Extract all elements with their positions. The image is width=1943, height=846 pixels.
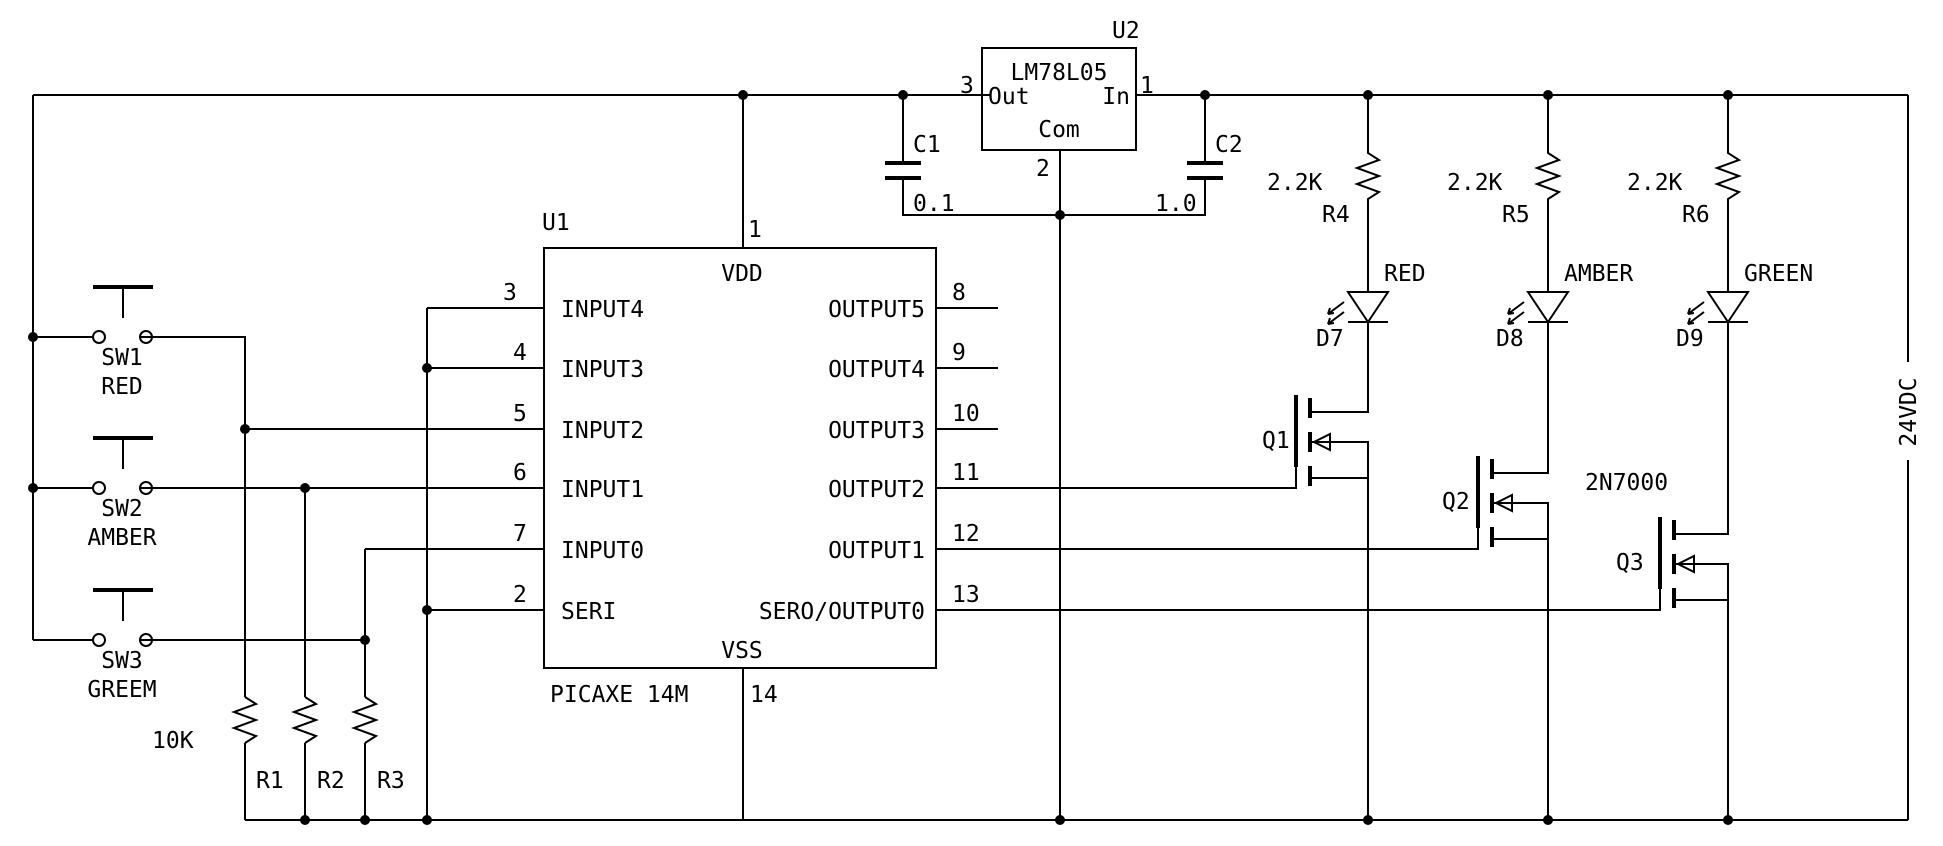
mcu-vdd-label: VDD	[721, 261, 763, 287]
regulator-ref: U2	[1112, 18, 1140, 44]
c1-ref: C1	[913, 132, 941, 158]
sw1-label: RED	[101, 374, 143, 400]
c2-value: 1.0	[1155, 191, 1197, 217]
resistor-r2: R2	[291, 696, 345, 794]
mcu-ref: U1	[542, 210, 570, 236]
c1-value: 0.1	[913, 191, 955, 217]
junction-dots	[28, 90, 1733, 825]
sw3-ref: SW3	[101, 648, 143, 674]
pin-output1-num: 12	[952, 521, 980, 547]
capacitor-c1: C1 0.1	[885, 95, 1206, 217]
regulator-in-label: In	[1102, 84, 1130, 110]
regulator-part: LM78L05	[1011, 60, 1108, 86]
q2-ref: Q2	[1442, 489, 1470, 515]
pulldown-value: 10K	[152, 728, 194, 754]
pin-output2-label: OUTPUT2	[828, 477, 925, 503]
q3-ref: Q3	[1616, 550, 1644, 576]
mosfet-q3: Q3	[1616, 517, 1729, 820]
pin-input1-num: 6	[513, 460, 527, 486]
regulator-out-label: Out	[988, 84, 1030, 110]
switch-sw1: SW1 RED	[33, 285, 153, 400]
mosfet-q2: Q2	[1442, 456, 1549, 820]
pin-output3-label: OUTPUT3	[828, 418, 925, 444]
mcu-vss-pin: 14	[750, 682, 778, 708]
sw2-ref: SW2	[101, 496, 143, 522]
supply-label: 24VDC	[1896, 377, 1922, 446]
resistor-r3: R3	[351, 696, 405, 794]
switch-sw2: SW2 AMBER	[33, 436, 157, 551]
regulator-com-label: Com	[1038, 117, 1080, 143]
regulator-pin-in: 1	[1140, 73, 1154, 99]
r4-value: 2.2K	[1267, 170, 1323, 196]
d9-color: GREEN	[1744, 261, 1813, 287]
pin-output5-num: 8	[952, 280, 966, 306]
voltage-regulator: U2 LM78L05 Out In Com 3 1 2	[960, 18, 1154, 820]
mcu-vss-label: VSS	[721, 638, 763, 664]
mcu-part: PICAXE 14M	[550, 682, 688, 708]
d7-color: RED	[1384, 261, 1426, 287]
r3-ref: R3	[377, 768, 405, 794]
pin-seri-num: 2	[513, 582, 527, 608]
capacitor-c2: C2 1.0	[1155, 95, 1243, 217]
pin-input0-label: INPUT0	[561, 538, 644, 564]
pin-output4-num: 9	[952, 340, 966, 366]
mosfet-q1: Q1	[1262, 395, 1369, 820]
microcontroller: U1 VDD 1 VSS 14 PICAXE 14M INPUT4 INPUT3…	[245, 95, 1661, 820]
input-bus	[140, 308, 428, 820]
sw1-ref: SW1	[101, 345, 143, 371]
pin-output1-label: OUTPUT1	[828, 538, 925, 564]
pin-input0-num: 7	[513, 521, 527, 547]
c2-ref: C2	[1215, 132, 1243, 158]
led-resistor-r4: 2.2K R4	[1267, 95, 1382, 292]
mosfet-part: 2N7000	[1585, 470, 1668, 496]
pin-input1-label: INPUT1	[561, 477, 644, 503]
r6-ref: R6	[1682, 202, 1710, 228]
led-resistor-r6: 2.2K R6	[1627, 95, 1742, 292]
d9-ref: D9	[1676, 326, 1704, 352]
led-resistor-r5: 2.2K R5	[1447, 95, 1562, 292]
led-d9: GREEN D9	[1676, 261, 1813, 535]
pin-input2-label: INPUT2	[561, 418, 644, 444]
d8-ref: D8	[1496, 326, 1524, 352]
pin-output2-num: 11	[952, 460, 980, 486]
pin-sero-label: SERO/OUTPUT0	[759, 599, 925, 625]
r2-ref: R2	[317, 768, 345, 794]
r1-ref: R1	[256, 768, 284, 794]
r5-ref: R5	[1502, 202, 1530, 228]
led-d8: AMBER D8	[1496, 261, 1633, 474]
resistor-r1: R1	[231, 696, 284, 794]
pin-sero-num: 13	[952, 582, 980, 608]
pin-input3-label: INPUT3	[561, 357, 644, 383]
pin-input2-num: 5	[513, 401, 527, 427]
pin-input4-num: 3	[503, 280, 517, 306]
pin-output3-num: 10	[952, 401, 980, 427]
d7-ref: D7	[1316, 326, 1344, 352]
led-d7: RED D7	[1316, 261, 1426, 413]
sw3-label: GREEM	[87, 677, 156, 703]
r5-value: 2.2K	[1447, 170, 1503, 196]
r4-ref: R4	[1322, 202, 1350, 228]
pin-output4-label: OUTPUT4	[828, 357, 925, 383]
mcu-vdd-pin: 1	[748, 217, 762, 243]
d8-color: AMBER	[1564, 261, 1633, 287]
regulator-pin-com: 2	[1036, 156, 1050, 182]
sw2-label: AMBER	[87, 525, 156, 551]
pin-seri-label: SERI	[561, 599, 616, 625]
q1-ref: Q1	[1262, 428, 1290, 454]
regulator-pin-out: 3	[960, 73, 974, 99]
switch-sw3: SW3 GREEM	[33, 588, 157, 703]
pin-input3-num: 4	[513, 340, 527, 366]
pin-output5-label: OUTPUT5	[828, 297, 925, 323]
r6-value: 2.2K	[1627, 170, 1683, 196]
pin-input4-label: INPUT4	[561, 297, 644, 323]
